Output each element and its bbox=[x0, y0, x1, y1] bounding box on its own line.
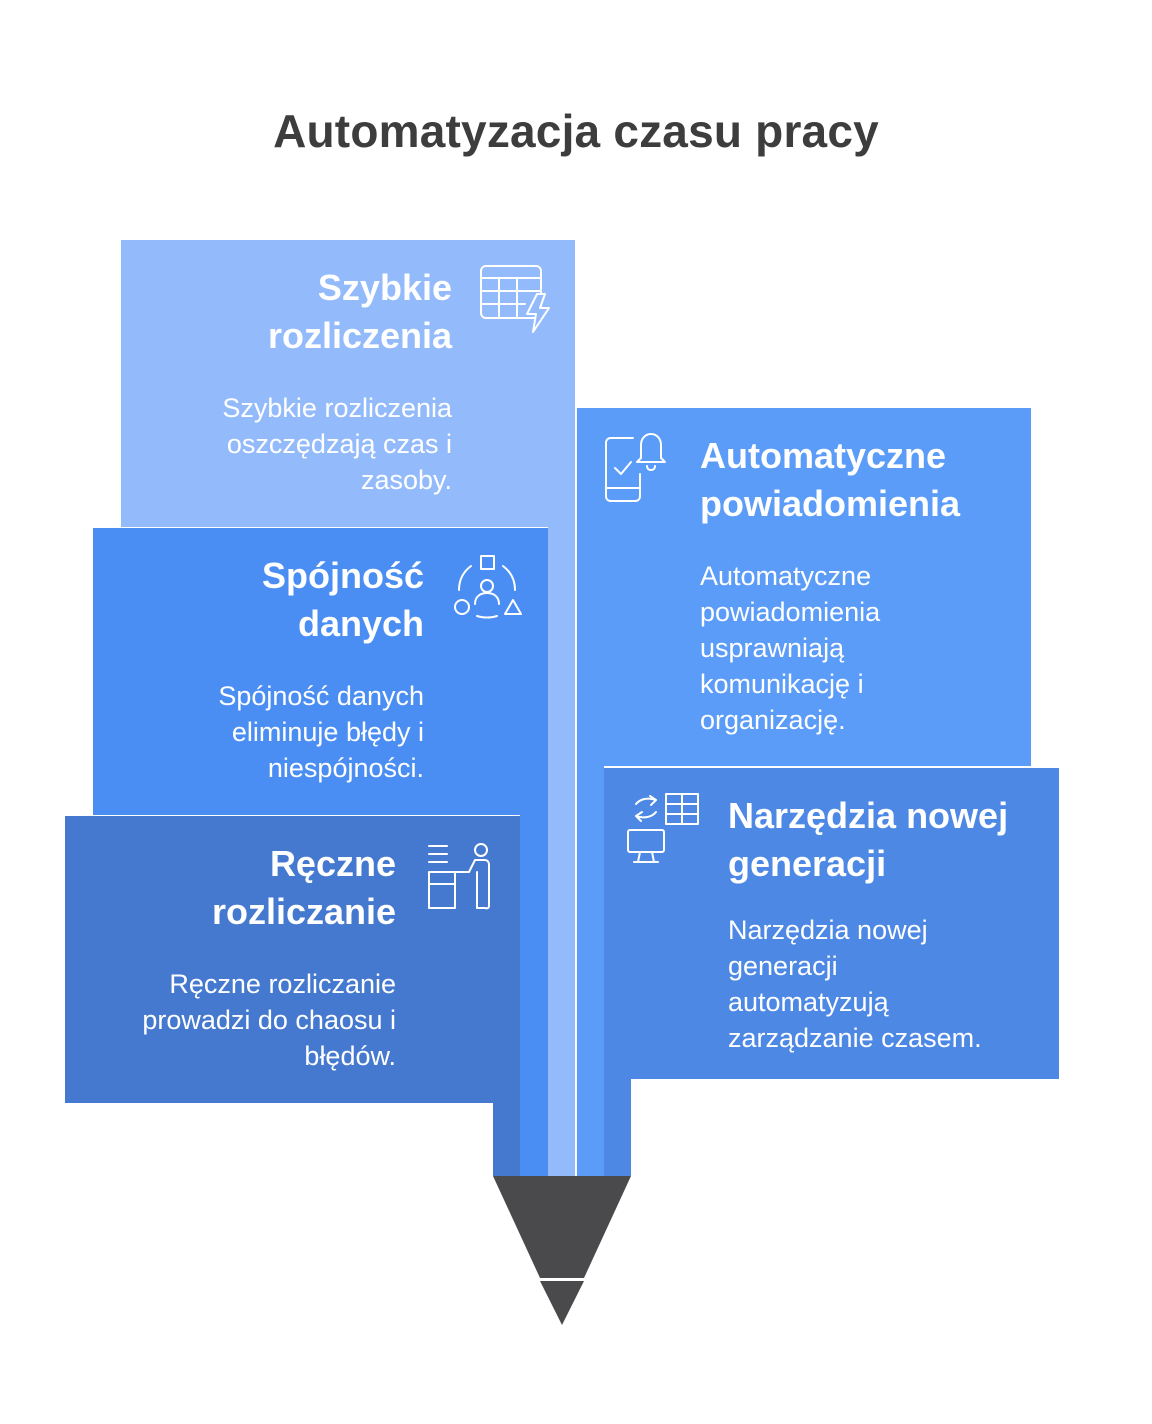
table-lightning-icon bbox=[479, 264, 555, 336]
phone-bell-icon bbox=[603, 432, 669, 504]
card-description: Narzędzia nowej generacji automatyzują z… bbox=[728, 915, 982, 1053]
card-title: Narzędzia nowej generacji bbox=[728, 795, 1009, 884]
pencil-tip-body bbox=[493, 1176, 631, 1278]
card-automatyczne-powiadomienia: Automatyczne powiadomienia Automatyczne … bbox=[577, 408, 1031, 766]
card-narzedzia-nowej-generacji: Narzędzia nowej generacji Narzędzia nowe… bbox=[604, 768, 1059, 1079]
card-description: Automatyczne powiadomienia usprawniają k… bbox=[700, 561, 881, 735]
shapes-person-icon bbox=[453, 554, 525, 620]
card-title: Spójność danych bbox=[261, 555, 424, 644]
card-reczne-rozliczanie: Ręczne rozliczanie Ręczne rozliczanie pr… bbox=[65, 816, 520, 1103]
monitor-table-arrows-icon bbox=[626, 792, 702, 864]
card-szybkie-rozliczenia: Szybkie rozliczenia Szybkie rozliczenia … bbox=[121, 240, 575, 527]
card-description: Spójność danych eliminuje błędy i niespó… bbox=[218, 681, 424, 783]
pencil-tip-point bbox=[540, 1281, 584, 1325]
card-spojnosc-danych: Spójność danych Spójność danych eliminuj… bbox=[93, 528, 548, 815]
card-description: Szybkie rozliczenia oszczędzają czas i z… bbox=[222, 393, 452, 495]
page-title: Automatyzacja czasu pracy bbox=[273, 105, 879, 157]
person-desk-icon bbox=[427, 842, 493, 912]
card-description: Ręczne rozliczanie prowadzi do chaosu i … bbox=[142, 969, 396, 1071]
card-title: Ręczne rozliczanie bbox=[211, 843, 396, 932]
card-title: Szybkie rozliczenia bbox=[267, 267, 452, 356]
card-title: Automatyczne powiadomienia bbox=[700, 435, 961, 524]
